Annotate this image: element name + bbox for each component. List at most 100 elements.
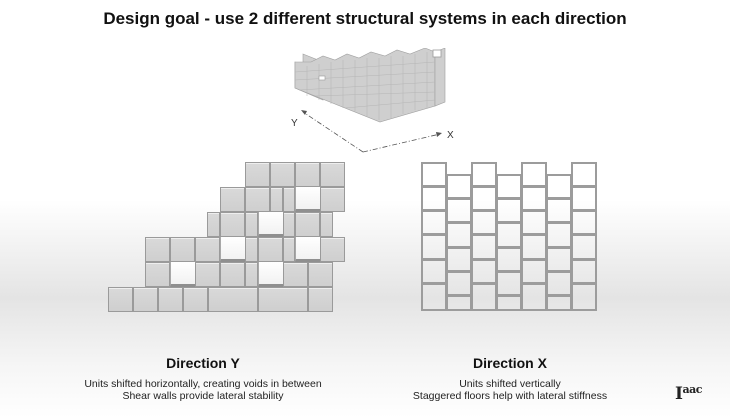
unit xyxy=(195,237,220,262)
frame-unit xyxy=(546,222,572,248)
unit xyxy=(320,187,345,212)
unit xyxy=(320,212,333,237)
unit xyxy=(308,262,333,287)
frame-unit xyxy=(421,283,447,311)
frame-unit xyxy=(471,210,497,235)
frame-unit xyxy=(446,198,472,223)
axis-x-label: X xyxy=(447,130,454,141)
unit xyxy=(208,287,258,312)
frame-unit xyxy=(421,259,447,284)
frame-unit xyxy=(571,234,597,260)
unit xyxy=(207,212,220,237)
direction-y-line1: Units shifted horizontally, creating voi… xyxy=(84,378,322,390)
unit xyxy=(145,262,170,287)
unit xyxy=(308,287,333,312)
unit xyxy=(283,187,295,212)
unit xyxy=(133,287,158,312)
axis-arrows xyxy=(302,111,441,153)
direction-y-heading: Direction Y xyxy=(166,355,240,371)
void xyxy=(295,237,320,262)
frame-unit xyxy=(546,271,572,296)
unit xyxy=(258,237,283,262)
frame-unit xyxy=(496,222,522,248)
void xyxy=(220,237,245,262)
unit xyxy=(195,262,220,287)
unit xyxy=(283,262,308,287)
direction-y-elevation xyxy=(108,162,348,312)
unit xyxy=(170,237,195,262)
frame-unit xyxy=(546,198,572,223)
unit xyxy=(258,287,308,312)
unit xyxy=(270,162,295,187)
frame-unit xyxy=(446,295,472,311)
direction-x-description: Units shifted vertically Staggered floor… xyxy=(360,378,660,402)
frame-unit xyxy=(421,186,447,211)
unit xyxy=(245,212,258,237)
unit xyxy=(295,162,320,187)
unit xyxy=(295,212,320,237)
unit xyxy=(220,212,245,237)
unit xyxy=(245,187,270,212)
axis-y-label: Y xyxy=(291,118,298,129)
isometric-structure-diagram: Y X xyxy=(291,48,454,153)
frame-unit xyxy=(496,174,522,199)
logo-main: I xyxy=(675,384,683,404)
frame-unit xyxy=(471,259,497,284)
void xyxy=(295,187,320,212)
frame-unit xyxy=(496,295,522,311)
frame-unit xyxy=(571,283,597,311)
unit xyxy=(220,262,245,287)
frame-unit xyxy=(471,162,497,187)
frame-unit xyxy=(446,222,472,248)
isometric-massing xyxy=(294,48,446,123)
frame-unit xyxy=(521,210,547,235)
frame-unit xyxy=(521,186,547,211)
logo-sup: aac xyxy=(682,383,702,396)
frame-unit xyxy=(521,234,547,260)
unit xyxy=(283,212,295,237)
unit xyxy=(270,187,283,212)
frame-unit xyxy=(421,162,447,187)
direction-y-description: Units shifted horizontally, creating voi… xyxy=(53,378,353,402)
unit xyxy=(320,237,345,262)
frame-unit xyxy=(471,234,497,260)
direction-x-line1: Units shifted vertically xyxy=(459,378,561,390)
void xyxy=(258,262,283,287)
frame-unit xyxy=(446,174,472,199)
unit xyxy=(245,262,258,287)
void xyxy=(258,212,283,237)
frame-unit xyxy=(546,295,572,311)
frame-unit xyxy=(571,259,597,284)
frame-unit xyxy=(446,271,472,296)
direction-x-line2: Staggered floors help with lateral stiff… xyxy=(412,390,608,402)
void xyxy=(170,262,195,287)
frame-unit xyxy=(471,186,497,211)
frame-unit xyxy=(521,162,547,187)
frame-unit xyxy=(521,259,547,284)
unit xyxy=(158,287,183,312)
direction-y-line2: Shear walls provide lateral stability xyxy=(122,390,284,402)
unit xyxy=(283,237,295,262)
unit xyxy=(320,162,345,187)
frame-unit xyxy=(496,271,522,296)
direction-x-elevation xyxy=(421,162,597,311)
frame-unit xyxy=(496,198,522,223)
frame-unit xyxy=(421,234,447,260)
direction-x-heading: Direction X xyxy=(473,355,547,371)
frame-unit xyxy=(521,283,547,311)
frame-unit xyxy=(496,247,522,272)
frame-unit xyxy=(571,210,597,235)
frame-unit xyxy=(546,174,572,199)
frame-unit xyxy=(571,162,597,187)
unit xyxy=(183,287,208,312)
unit xyxy=(245,237,258,262)
frame-unit xyxy=(471,283,497,311)
frame-unit xyxy=(546,247,572,272)
frame-unit xyxy=(421,210,447,235)
unit xyxy=(245,162,270,187)
unit xyxy=(145,237,170,262)
frame-unit xyxy=(446,247,472,272)
unit xyxy=(108,287,133,312)
unit xyxy=(220,187,245,212)
page-title: Design goal - use 2 different structural… xyxy=(103,9,627,28)
